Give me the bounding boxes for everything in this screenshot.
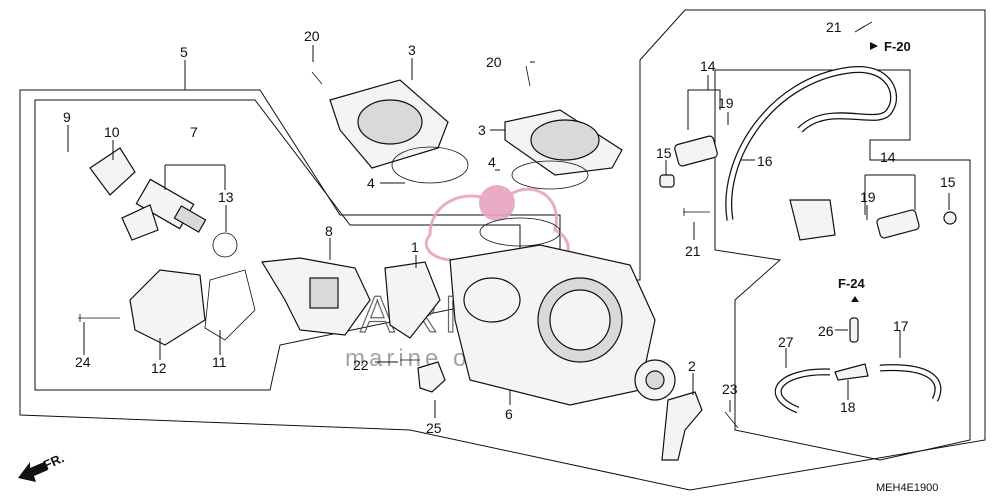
bracket-left <box>417 361 446 393</box>
throttle-body <box>449 244 676 406</box>
callout-27: 27 <box>778 334 794 350</box>
callout-14-upper: 14 <box>700 58 716 74</box>
idle-air-valve <box>89 147 238 258</box>
callout-17: 17 <box>893 318 909 334</box>
callout-12: 12 <box>151 360 167 376</box>
callout-3-left: 3 <box>408 42 416 58</box>
sensor-unit <box>260 257 441 339</box>
callout-15-left: 15 <box>656 145 672 161</box>
front-label: FR. <box>41 450 66 472</box>
cover-gasket <box>129 269 256 346</box>
intake-adapter-left <box>329 79 469 184</box>
callout-1: 1 <box>411 239 419 255</box>
callout-2: 2 <box>688 358 696 374</box>
ref-f20: F-20 <box>884 39 911 54</box>
parts <box>78 21 957 461</box>
callout-24: 24 <box>75 354 91 370</box>
callout-5: 5 <box>180 44 188 60</box>
callout-21-lower: 21 <box>685 243 701 259</box>
callout-14-lower: 14 <box>880 149 896 165</box>
callout-25: 25 <box>426 420 442 436</box>
fuel-hose <box>725 66 898 241</box>
callout-19-lower: 19 <box>860 189 876 205</box>
callout-4-right: 4 <box>488 154 496 170</box>
callout-15-right: 15 <box>940 174 956 190</box>
callout-11: 11 <box>212 354 227 370</box>
injector-lower <box>876 209 957 239</box>
callout-22: 22 <box>353 357 369 373</box>
callout-4-left: 4 <box>367 175 375 191</box>
callout-10: 10 <box>104 124 120 140</box>
drain-hose <box>774 317 942 414</box>
callout-7: 7 <box>190 124 198 140</box>
callout-20-center: 20 <box>486 54 502 70</box>
leader-lines <box>67 25 950 418</box>
callout-21-top: 21 <box>826 19 842 35</box>
intake-adapter-right <box>479 109 623 247</box>
callout-9: 9 <box>63 109 71 125</box>
injector-upper <box>659 135 718 188</box>
front-marker: FR. <box>18 450 66 482</box>
ref-f24: F-24 <box>838 276 866 291</box>
reference-markers: F-20 F-24 <box>838 39 911 302</box>
callout-18: 18 <box>840 399 856 415</box>
bracket-right <box>661 391 703 461</box>
callout-19-upper: 19 <box>718 95 734 111</box>
callout-8: 8 <box>325 223 333 239</box>
callout-6: 6 <box>505 406 513 422</box>
group-frames <box>19 9 986 491</box>
callout-20-left: 20 <box>304 28 320 44</box>
front-arrow-icon <box>18 462 48 482</box>
watermark-logo-dot <box>479 185 515 221</box>
callouts: 20 3 20 3 4 4 5 9 10 7 13 8 1 24 12 11 2… <box>63 19 956 436</box>
ref-arrow-icon <box>870 42 878 50</box>
callout-26: 26 <box>818 323 834 339</box>
bolts <box>78 21 873 429</box>
ref-up-arrow-icon <box>851 296 859 302</box>
diagram-code: MEH4E1900 <box>876 482 938 494</box>
callout-23: 23 <box>722 381 738 397</box>
callout-16: 16 <box>757 153 773 169</box>
callout-13: 13 <box>218 189 234 205</box>
callout-3-right: 3 <box>478 122 486 138</box>
